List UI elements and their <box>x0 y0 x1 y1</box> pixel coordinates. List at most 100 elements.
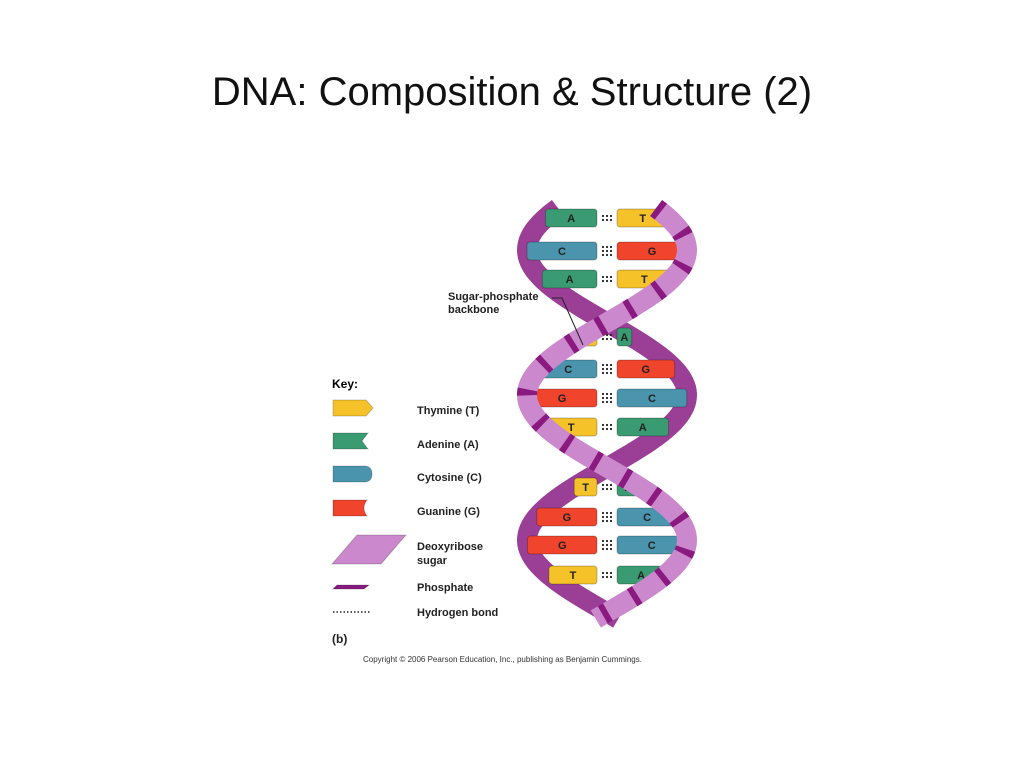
hydrogen-bond-dot <box>609 396 613 400</box>
base-letter: A <box>637 570 645 582</box>
hydrogen-bond-dot <box>605 214 609 218</box>
backbone-label: Sugar-phosphate backbone <box>448 291 538 317</box>
hydrogen-bond-dot <box>605 337 609 341</box>
guanine-key-icon <box>332 499 368 517</box>
base-letter: A <box>620 332 628 344</box>
hydrogen-bond-dot <box>601 483 605 487</box>
hydrogen-bond-dot <box>601 367 605 371</box>
key-label-guanine: Guanine (G) <box>417 506 480 518</box>
hydrogen-bond-dot <box>609 571 613 575</box>
left-base <box>544 208 598 228</box>
hydrogen-bond-dot <box>601 337 605 341</box>
base-letter: T <box>639 213 646 225</box>
base-letter: C <box>558 246 566 258</box>
base-letter: G <box>648 246 657 258</box>
hydrogen-bond-dot <box>605 543 609 547</box>
hydrogen-bond-dot <box>609 400 613 404</box>
hydrogen-bond-dot <box>609 519 613 523</box>
hydrogen-bond-dot <box>601 371 605 375</box>
hydrogen-bond-dot <box>609 214 613 218</box>
key-label-line: Deoxyribose <box>417 541 484 553</box>
left-base <box>526 241 598 261</box>
base-letter: T <box>582 482 589 494</box>
base-letter: A <box>567 213 575 225</box>
base-letter: C <box>648 393 656 405</box>
hydrogen-bond-dot <box>605 245 609 249</box>
phosphate-key-icon <box>331 584 371 590</box>
right-base <box>616 388 688 408</box>
deoxyribose-key-icon <box>330 534 408 565</box>
hydrogen-bond-dot <box>601 275 605 279</box>
key-label-hydrogen-bond: Hydrogen bond <box>417 607 499 619</box>
key-label-line: sugar <box>417 555 447 567</box>
base-letter: C <box>648 540 656 552</box>
hydrogen-bond-dot <box>609 337 613 341</box>
hydrogen-bond-dot <box>609 547 613 551</box>
left-base <box>536 507 598 527</box>
key-label-cytosine: Cytosine (C) <box>417 472 482 484</box>
hydrogen-bond-dot <box>609 275 613 279</box>
hydrogen-bond-dot <box>605 333 609 337</box>
hydrogen-bond-dot <box>601 245 605 249</box>
right-base <box>616 359 676 379</box>
hydrogen-bond-dot <box>605 547 609 551</box>
slide-title: DNA: Composition & Structure (2) <box>211 70 813 114</box>
hydrogen-bond-dot <box>609 392 613 396</box>
hydrogen-bond-dot <box>601 487 605 491</box>
base-letter: T <box>568 422 575 434</box>
hydrogen-bond-dot <box>601 519 605 523</box>
left-base <box>541 269 598 289</box>
key-label-deoxyribose: Deoxyribose sugar <box>417 540 483 568</box>
key-label-adenine: Adenine (A) <box>417 439 479 451</box>
hydrogen-bond-dot <box>601 427 605 431</box>
hydrogen-bond-dot <box>605 275 609 279</box>
backbone-label-line: Sugar-phosphate <box>448 291 539 303</box>
hydrogen-bond-dot <box>601 515 605 519</box>
left-base <box>573 477 598 497</box>
phosphate-bands <box>516 200 698 628</box>
hydrogen-bond-dot <box>601 214 605 218</box>
right-base <box>616 327 633 347</box>
hydrogen-bond-dot <box>601 547 605 551</box>
left-base <box>526 535 598 555</box>
base-letter: T <box>641 274 648 286</box>
backbone-label-line: backbone <box>448 304 500 316</box>
hydrogen-bond-dot <box>605 483 609 487</box>
panel-label: (b) <box>332 632 348 646</box>
hydrogen-bond-dot <box>601 575 605 579</box>
hydrogen-bond-dot <box>601 363 605 367</box>
base-letter: G <box>642 364 651 376</box>
hydrogen-bond-dot <box>601 539 605 543</box>
hydrogen-bond-dot <box>605 427 609 431</box>
hydrogen-bond-dot <box>605 423 609 427</box>
hydrogen-bond-dot <box>601 253 605 257</box>
hydrogen-bond-dot <box>609 543 613 547</box>
hydrogen-bond-dot <box>605 571 609 575</box>
hydrogen-bond-dot <box>605 279 609 283</box>
hydrogen-bond-dot <box>601 423 605 427</box>
hydrogen-bond-dot <box>605 400 609 404</box>
hydrogen-bond-dot <box>609 253 613 257</box>
hydrogen-bond-dot <box>605 575 609 579</box>
hydrogen-bond-dot <box>605 249 609 253</box>
base-letter: G <box>563 512 572 524</box>
hydrogen-bond-dot <box>605 396 609 400</box>
hydrogen-bond-dot <box>605 253 609 257</box>
hydrogen-bond-dot <box>609 245 613 249</box>
hydrogen-bond-dot <box>605 218 609 222</box>
hydrogen-bond-dot <box>601 511 605 515</box>
copyright-text: Copyright © 2006 Pearson Education, Inc.… <box>363 655 642 664</box>
hydrogen-bond-dot <box>605 487 609 491</box>
hydrogen-bond-dot <box>609 511 613 515</box>
base-letter: A <box>566 274 574 286</box>
hydrogen-bond-dot <box>605 367 609 371</box>
